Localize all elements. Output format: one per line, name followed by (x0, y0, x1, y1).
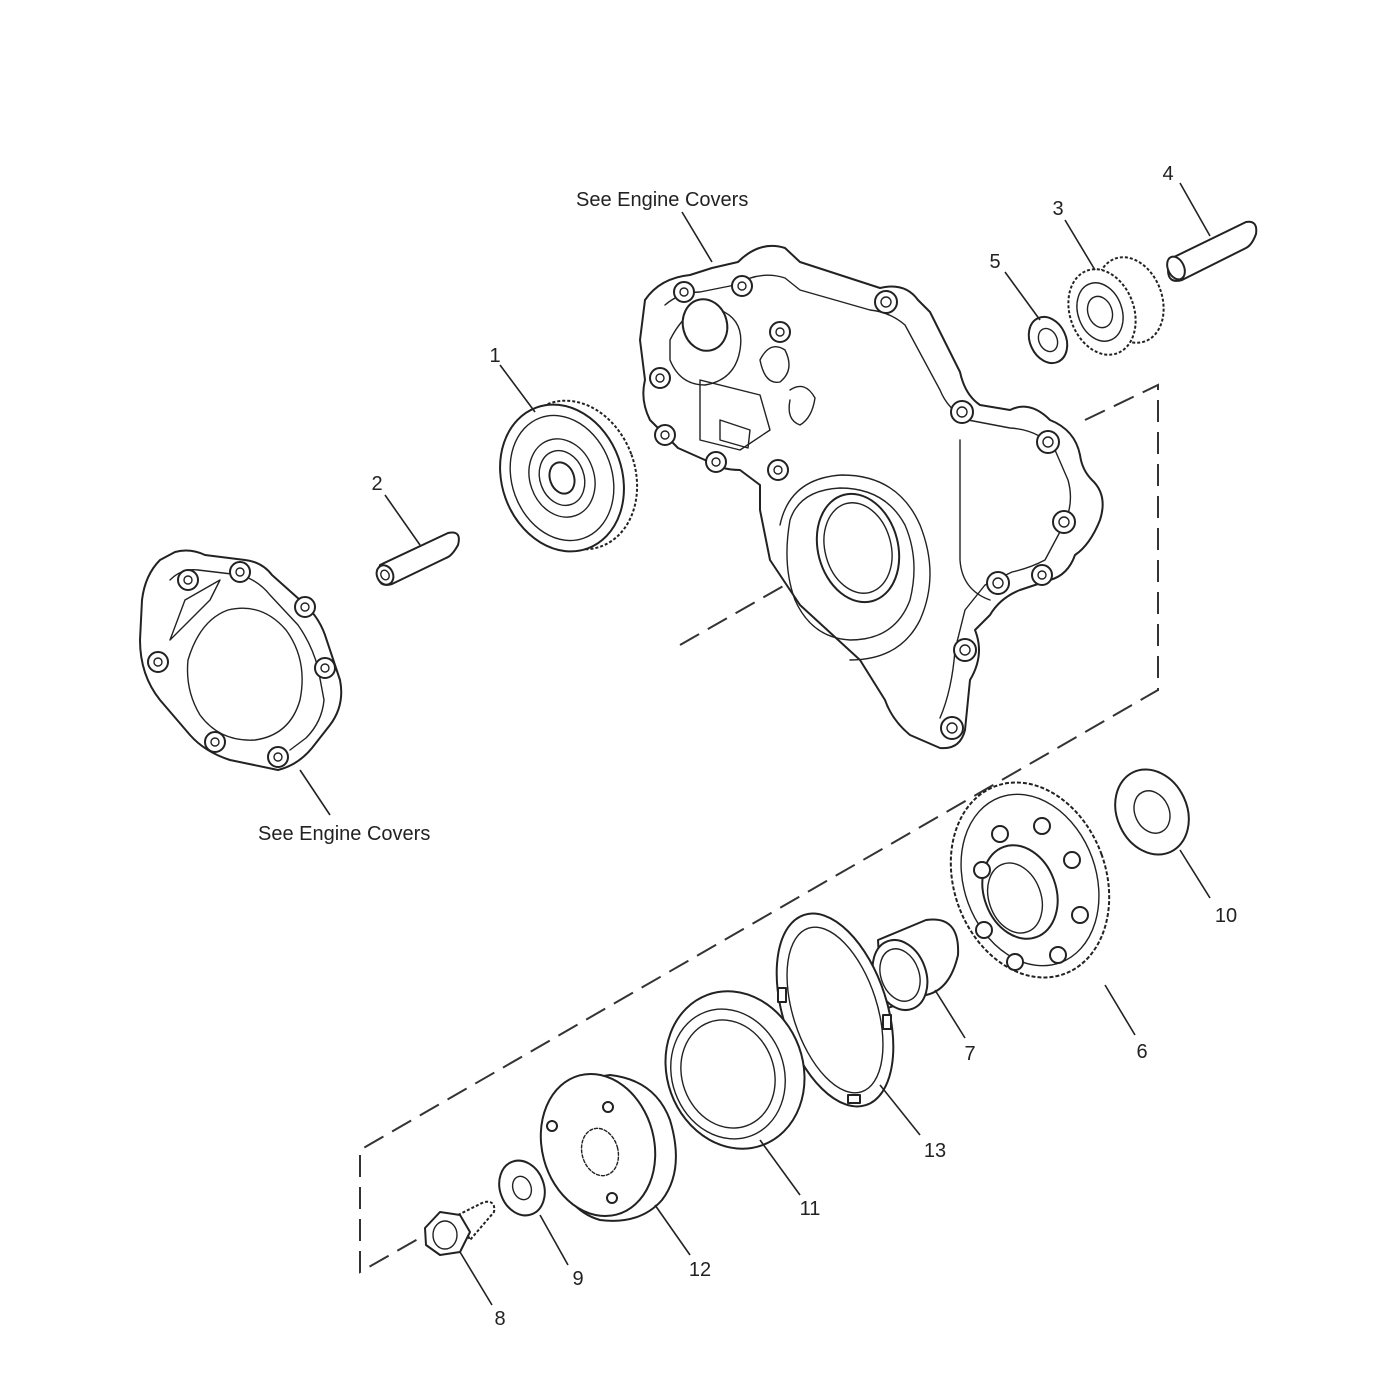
part-13-retaining-plate (775, 912, 895, 1108)
part-3-double-gear (1067, 256, 1165, 356)
callout-13: 13 (924, 1140, 946, 1162)
see-engine-covers-label-top: See Engine Covers (576, 189, 748, 211)
part-7-needle-bearing (871, 918, 960, 1011)
callout-6: 6 (1136, 1041, 1147, 1063)
part-11-sprag-ring (664, 990, 806, 1150)
callout-9: 9 (572, 1268, 583, 1290)
part-1-idler-gear (499, 399, 639, 553)
part-12-starter-clutch-hub (539, 1072, 677, 1222)
callout-7: 7 (964, 1043, 975, 1065)
leader-lines (299, 182, 1211, 1306)
part-5-washer (1027, 315, 1069, 365)
small-engine-cover (139, 549, 343, 771)
callout-8: 8 (494, 1308, 505, 1330)
callout-2: 2 (371, 473, 382, 495)
part-4-shaft (1166, 220, 1258, 282)
part-2-dowel-pin (375, 531, 460, 586)
callout-1: 1 (489, 345, 500, 367)
part-8-flange-bolt (424, 1200, 496, 1256)
see-engine-covers-label-bottom: See Engine Covers (258, 823, 430, 845)
part-6-starter-gear (949, 781, 1111, 979)
part-10-thrust-washer (1114, 768, 1190, 856)
callout-11: 11 (800, 1198, 821, 1220)
callout-5: 5 (989, 251, 1000, 273)
callout-12: 12 (689, 1259, 711, 1281)
main-engine-cover (639, 244, 1104, 750)
part-9-washer (498, 1159, 546, 1217)
callout-3: 3 (1052, 198, 1063, 220)
callout-4: 4 (1162, 163, 1173, 185)
callout-10: 10 (1215, 905, 1237, 927)
